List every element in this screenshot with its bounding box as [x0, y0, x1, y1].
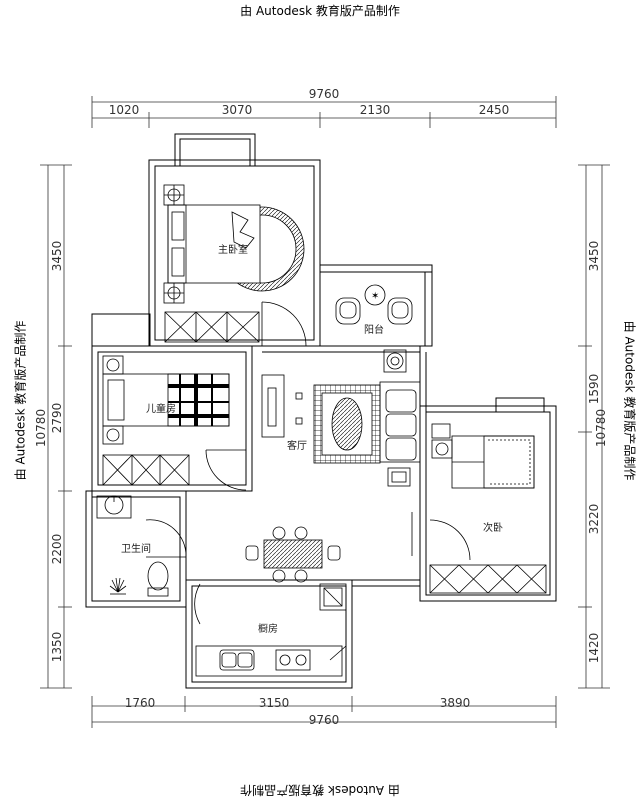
second-bedroom-furniture — [411, 423, 547, 594]
bathroom-furniture — [96, 495, 187, 597]
living-room-furniture — [261, 349, 421, 487]
dim-right-2: 1590 — [587, 374, 601, 405]
dim-bottom-1: 1760 — [125, 696, 156, 710]
dim-top-3: 2130 — [360, 103, 391, 117]
kids-bed — [102, 373, 230, 427]
label-living-room: 客厅 — [287, 439, 307, 452]
chair — [294, 526, 308, 540]
watermark-top: 由 Autodesk 教育版产品制作 — [240, 4, 400, 18]
label-master-bedroom: 主卧室 — [218, 243, 248, 256]
master-bedroom-furniture — [163, 184, 307, 347]
dim-left-4: 1350 — [50, 632, 64, 663]
dining-set — [245, 526, 341, 583]
dim-right-1: 3450 — [587, 241, 601, 272]
balcony-furniture: ✶ — [335, 284, 413, 325]
stove — [275, 649, 311, 671]
dining-table — [263, 539, 323, 569]
wardrobe — [102, 454, 190, 486]
dim-bottom-total: 9760 — [309, 713, 340, 727]
counter — [195, 645, 343, 677]
chair — [327, 545, 341, 561]
wardrobe — [164, 311, 260, 343]
dim-top-total: 9760 — [309, 87, 340, 101]
dim-left-2: 2790 — [50, 403, 64, 434]
pillow-icon — [231, 211, 255, 249]
side-table — [383, 349, 407, 373]
kids-room-furniture — [102, 355, 247, 491]
fridge — [319, 583, 347, 611]
label-bathroom: 卫生间 — [121, 542, 151, 555]
kitchen-furniture — [194, 583, 347, 677]
label-kitchen: 橱房 — [258, 622, 278, 635]
dim-right-3: 3220 — [587, 504, 601, 535]
door — [329, 645, 347, 661]
side-table — [387, 467, 411, 487]
toilet — [147, 561, 169, 591]
label-second-bedroom: 次卧 — [483, 521, 503, 534]
dim-left-total: 10780 — [34, 409, 48, 447]
chair — [272, 526, 286, 540]
chair — [335, 297, 361, 325]
tv-cabinet — [261, 374, 285, 438]
dim-left-1: 3450 — [50, 241, 64, 272]
walls — [85, 133, 557, 689]
dim-right-total: 10780 — [594, 409, 608, 447]
dim-bottom-3: 3890 — [440, 696, 471, 710]
dim-right-4: 1420 — [587, 633, 601, 664]
master-bed — [167, 204, 261, 284]
dimension-lines — [40, 96, 610, 728]
chair — [272, 569, 286, 583]
label-kids-room: 儿童房 — [146, 402, 176, 415]
label-balcony: 阳台 — [364, 323, 384, 336]
double-sink — [219, 649, 255, 671]
dim-left-3: 2200 — [50, 534, 64, 565]
chair — [387, 297, 413, 325]
dim-bottom-2: 3150 — [259, 696, 290, 710]
dim-top-2: 3070 — [222, 103, 253, 117]
svg-text:✶: ✶ — [371, 291, 379, 302]
coffee-table — [331, 397, 363, 451]
chair — [294, 569, 308, 583]
dim-top-4: 2450 — [479, 103, 510, 117]
chair — [245, 545, 259, 561]
wardrobe — [429, 564, 547, 594]
dim-top-1: 1020 — [109, 103, 140, 117]
round-table — [364, 284, 386, 306]
sofa — [379, 381, 421, 463]
plant-icon — [109, 577, 127, 595]
plaid-blanket — [167, 373, 230, 427]
